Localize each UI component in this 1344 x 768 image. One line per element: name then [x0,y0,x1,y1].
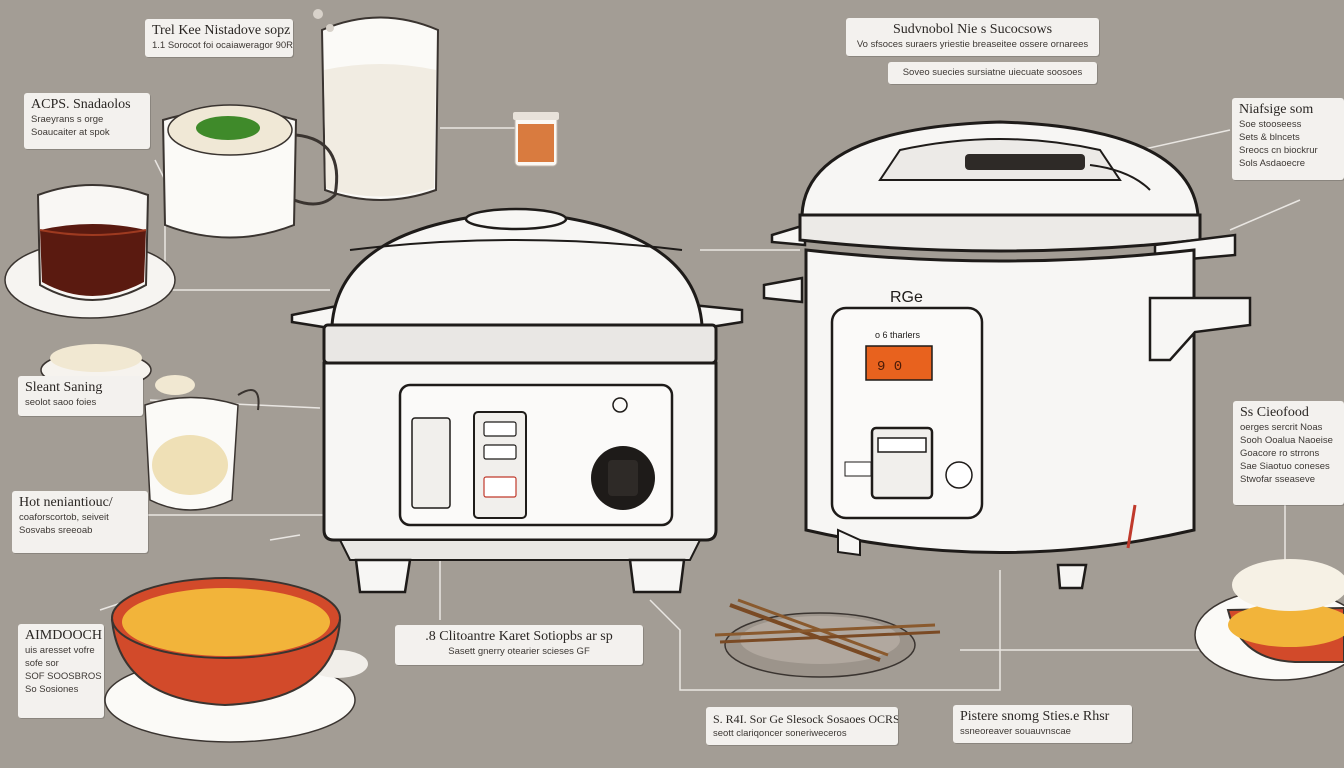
label-top-left: Trel Kee Nistadove sopz 1.1 Sorocot foi … [145,19,293,57]
label-line: coaforscortob, seiveit [19,512,109,523]
label-title: Niafsige som [1239,102,1314,117]
label-title: Hot neniantiouc/ [19,495,113,510]
label-title: Trel Kee Nistadove sopz [152,23,291,38]
label-line: sofe sor [25,658,59,669]
label-title: ACPS. Snadaolos [31,97,131,112]
label-top-right: Sudvnobol Nie s Sucocsows Vo sfsoces sur… [846,18,1099,56]
label-line: Sreocs cn biockrur [1239,145,1318,156]
label-line: oerges sercrit Noas [1240,422,1323,433]
label-title: Sudvnobol Nie s Sucocsows [892,22,1053,37]
label-line: seolot saoo foies [25,397,97,408]
label-line: Sasett gnerry otearier scieses GF [448,646,590,657]
label-line: uis aresset vofre [25,645,95,656]
label-title: Ss Cieofood [1240,405,1309,420]
rice-bowl-right-icon [1194,559,1344,681]
label-line: Soveo suecies sursiatne uiecuate soosoes [902,67,1083,78]
wine-glass-icon [4,184,176,319]
label-line: Soaucaiter at spok [31,127,110,138]
label-left-middle: Sleant Saning seolot saoo foies [18,376,143,416]
label-line: So Sosiones [25,684,79,695]
rice-cooker-left [290,207,744,594]
label-right-middle: Ss Cieofood oerges sercrit Noas Sooh Ooa… [1233,401,1344,505]
milk-glass-icon [313,9,440,201]
label-title: Pistere snomg Sties.e Rhsr [960,709,1110,724]
label-top-right-sub: Soveo suecies sursiatne uiecuate soosoes [888,62,1097,84]
rice-cooker-right [762,120,1252,590]
label-line: Goacore ro strrons [1240,448,1320,459]
label-line: Sosvabs sreeoab [19,525,93,536]
label-left-upper: ACPS. Snadaolos Sraeyrans s orge Soaucai… [24,93,150,149]
label-line: Soe stooseess [1239,119,1302,130]
label-bottom-middle: S. R4I. Sor Ge Slesock Sosaoes OCRSS seo… [706,707,898,745]
label-line: Sols Asdaoecre [1239,158,1306,169]
cooker-panel-label: o 6 tharlers [875,330,921,340]
label-title: .8 Clitoantre Karet Sotiopbs ar sp [425,629,613,644]
label-line: ssneoreaver souauvnscae [960,726,1071,737]
label-left-lower: Hot neniantiouc/ coaforscortob, seiveit … [12,491,148,553]
label-line: SOF SOOSBROS [25,671,102,682]
chopsticks-icon [714,598,941,678]
label-right-upper: Niafsige som Soe stooseess Sets & blncet… [1232,98,1344,180]
soup-cup-icon [161,104,339,239]
label-title: AIMDOOCH [25,628,102,643]
label-bottom-left: AIMDOOCH uis aresset vofre sofe sor SOF … [18,624,104,718]
label-title: S. R4I. Sor Ge Slesock Sosaoes OCRSS [713,712,898,726]
label-line: Sraeyrans s orge [31,114,104,125]
spice-jar-icon [513,112,559,167]
label-line: 1.1 Sorocot foi ocaiaweragor 90R [152,40,293,51]
label-line: Stwofar sseaseve [1240,474,1315,485]
label-line: seott clariqoncer soneriweceros [713,728,847,739]
cooker-brand: RGe [890,289,923,306]
rice-dish-icon [40,344,260,511]
label-bottom-right: Pistere snomg Sties.e Rhsr ssneoreaver s… [953,705,1132,743]
label-line: Sae Siaotuo coneses [1240,461,1330,472]
label-title: Sleant Saning [25,380,103,395]
cooker-display-readout: 9 0 [877,359,902,375]
label-line: Sets & blncets [1239,132,1300,143]
label-center-bottom: .8 Clitoantre Karet Sotiopbs ar sp Saset… [395,625,643,665]
label-line: Sooh Ooalua Naoeise [1240,435,1333,446]
rice-bowl-icon [104,577,368,743]
label-line: Vo sfsoces suraers yriestie breaseitee o… [856,39,1089,50]
